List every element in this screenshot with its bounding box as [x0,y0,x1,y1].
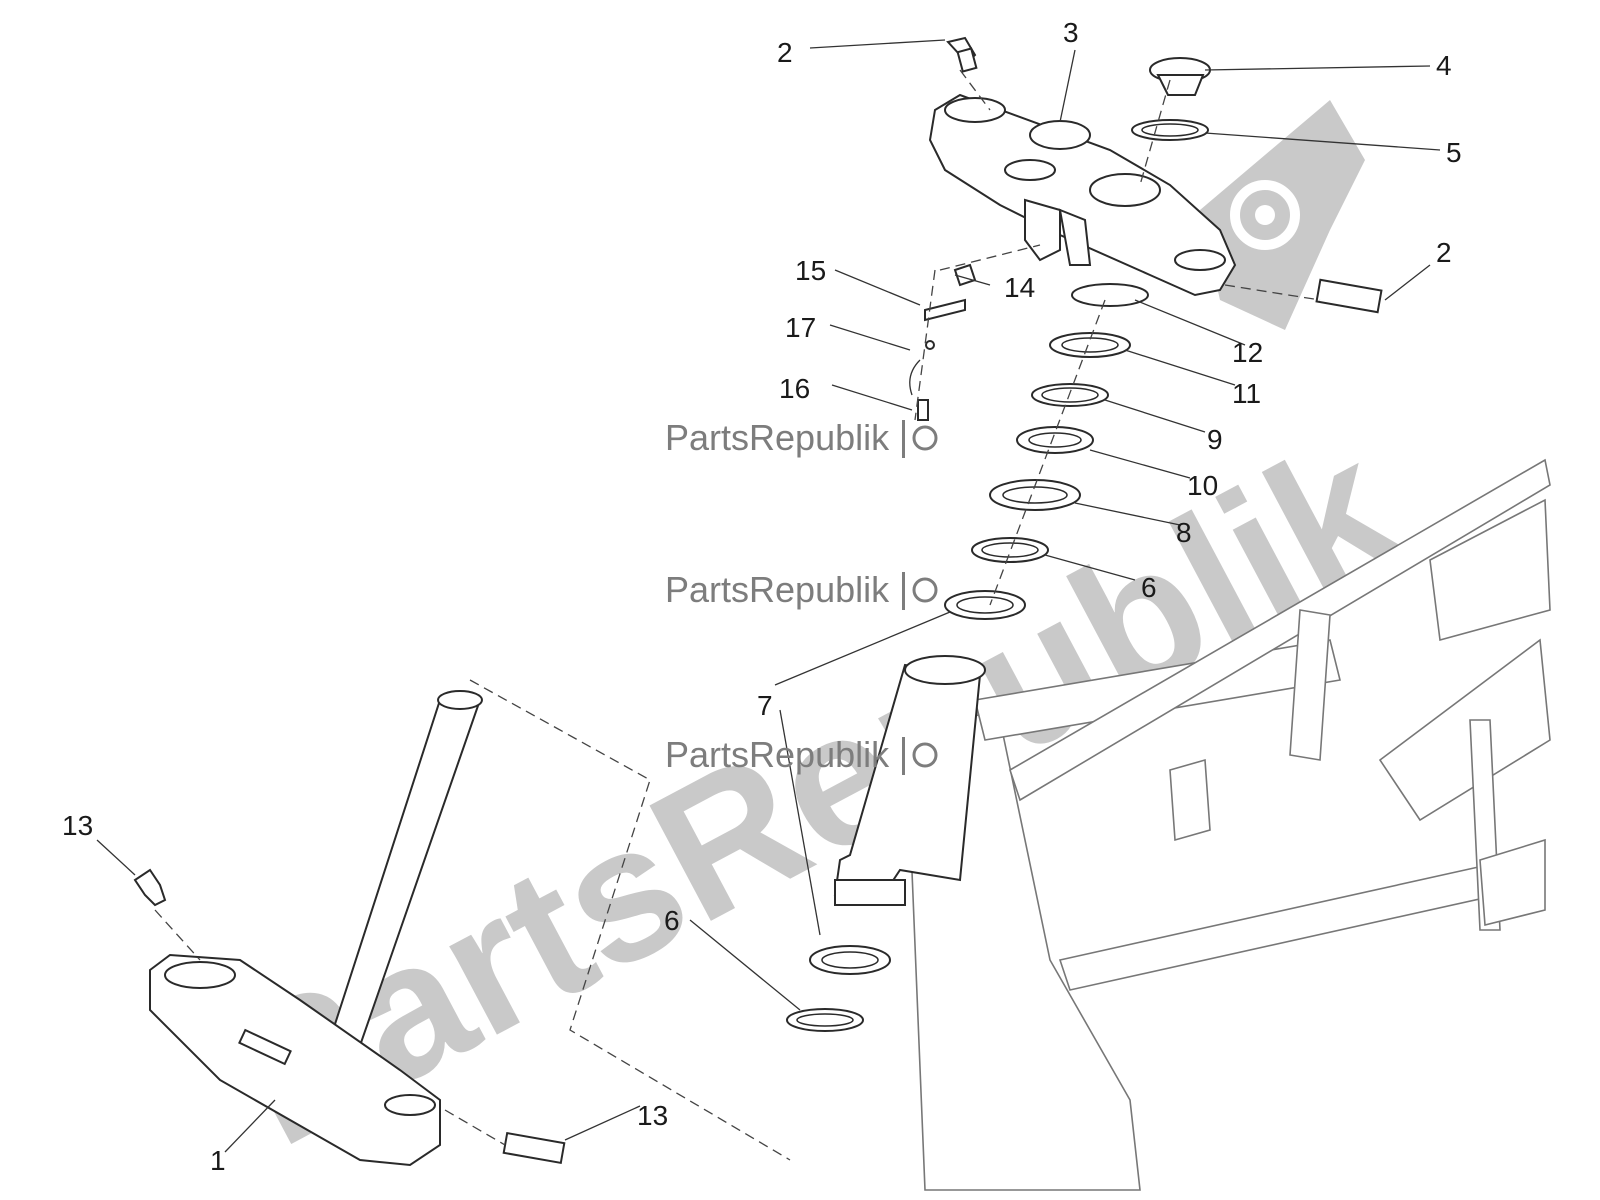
ring-stack [944,283,1149,620]
callout-7: 7 [757,690,773,721]
gear-icon [912,742,938,768]
leader-lines [96,39,1441,1153]
svg-text:PartsRepublik: PartsRepublik [665,569,890,610]
callouts: 1 2 2 3 4 5 6 6 7 8 9 10 11 12 13 13 14 … [62,17,1462,1176]
callout-6-lower: 6 [664,905,680,936]
gear-icon [912,425,938,451]
cap-4 [1149,57,1211,96]
callout-16: 16 [779,373,810,404]
callout-14: 14 [1004,272,1035,303]
bolt-2-right [1315,278,1383,314]
callout-3: 3 [1063,17,1079,48]
washer-5 [1131,119,1209,141]
svg-text:PartsRepublik: PartsRepublik [665,734,890,775]
assembly-guide-lines [154,69,1321,1161]
callout-6-upper: 6 [1141,572,1157,603]
motorcycle-frame [904,458,1551,1191]
upper-triple-clamp [928,93,1237,297]
watermark-small-3: PartsRepublik [665,734,938,775]
watermark-small-2: PartsRepublik [665,569,938,610]
callout-8: 8 [1176,517,1192,548]
gear-flag-icon [1200,100,1365,330]
callout-4: 4 [1436,50,1452,81]
lower-bearing [786,945,891,1032]
gear-icon [912,577,938,603]
bolt-2-top [946,36,978,73]
callout-13-right: 13 [637,1100,668,1131]
callout-10: 10 [1187,470,1218,501]
bolt-13-right [502,1131,566,1165]
callout-15: 15 [795,255,826,286]
callout-17: 17 [785,312,816,343]
bolt-13-left [133,868,167,907]
callout-11: 11 [1232,378,1261,409]
small-hardware-cluster [909,263,977,421]
callout-1: 1 [210,1145,226,1176]
callout-2-right: 2 [1436,237,1452,268]
callout-9: 9 [1207,424,1223,455]
svg-text:PartsRepublik: PartsRepublik [665,417,890,458]
callout-13-left: 13 [62,810,93,841]
callout-12: 12 [1232,337,1263,368]
callout-5: 5 [1446,137,1462,168]
lower-triple-clamp-stem [149,690,483,1167]
callout-2-top: 2 [777,37,793,68]
watermark-small-1: PartsRepublik [665,417,938,458]
steering-head-tube [833,655,986,906]
